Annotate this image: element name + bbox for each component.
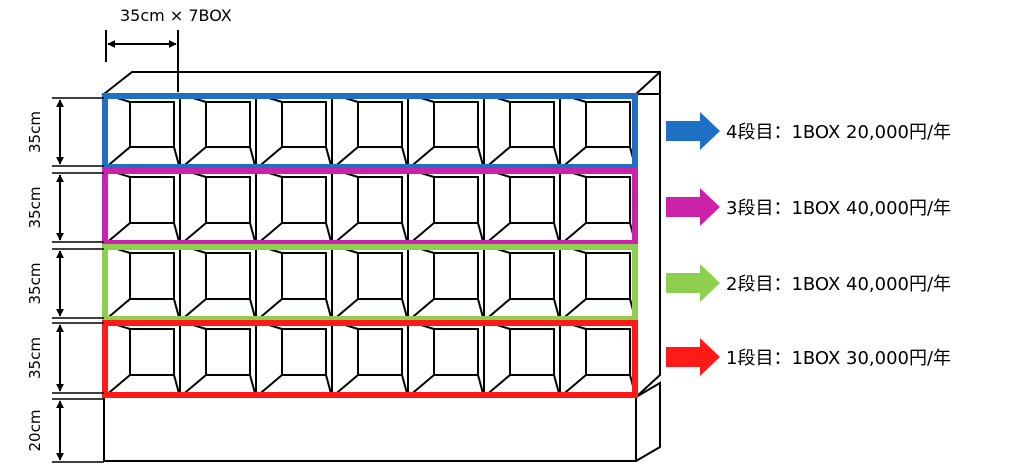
height-dimension: 20cm bbox=[26, 398, 104, 463]
tier-frame bbox=[102, 93, 638, 170]
shelf-cell bbox=[483, 320, 561, 398]
height-dimension: 35cm bbox=[26, 322, 104, 394]
shelf-cell bbox=[407, 244, 485, 322]
shelf-cell bbox=[331, 320, 409, 398]
shelf-body bbox=[101, 71, 661, 462]
width-label: 35cm × 7BOX bbox=[120, 6, 232, 25]
shelf-cell bbox=[103, 168, 181, 246]
tier-label-row: 2段目：1BOX 40,000円/年 bbox=[666, 264, 951, 302]
tier-label-row: 3段目：1BOX 40,000円/年 bbox=[666, 188, 951, 226]
shelf-cell bbox=[179, 244, 257, 322]
tier-price-label: 1段目：1BOX 30,000円/年 bbox=[726, 348, 951, 369]
shelf-cell bbox=[407, 320, 485, 398]
shelf-cell bbox=[483, 168, 561, 246]
right-arrow-icon bbox=[666, 264, 720, 302]
shelf-cell bbox=[255, 93, 333, 170]
height-label: 20cm bbox=[26, 410, 44, 452]
height-dimensions: 35cm 35cm 35cm 35cm 20cm bbox=[26, 97, 104, 463]
height-dimension: 35cm bbox=[26, 172, 104, 243]
right-arrow-icon bbox=[666, 188, 720, 226]
shelf-cell bbox=[179, 320, 257, 398]
tier-price-label: 4段目：1BOX 20,000円/年 bbox=[726, 122, 951, 143]
height-label: 35cm bbox=[26, 187, 44, 229]
width-dimension: 35cm × 7BOX bbox=[105, 6, 232, 92]
shelf-cell bbox=[179, 168, 257, 246]
tier-frame bbox=[102, 244, 638, 322]
shelf-cell bbox=[483, 93, 561, 170]
height-dimension: 35cm bbox=[26, 248, 104, 319]
height-label: 35cm bbox=[26, 263, 44, 305]
tier-frame bbox=[102, 168, 638, 246]
shelf-cell bbox=[331, 93, 409, 170]
shelf-cell bbox=[179, 93, 257, 170]
shelf-cell bbox=[103, 244, 181, 322]
height-label: 35cm bbox=[26, 111, 44, 153]
tier-frame bbox=[102, 320, 638, 398]
shelf-cell bbox=[559, 320, 637, 398]
right-arrow-icon bbox=[666, 112, 720, 150]
tier-frames bbox=[102, 93, 638, 398]
shelf-cell bbox=[407, 93, 485, 170]
tier-price-label: 3段目：1BOX 40,000円/年 bbox=[726, 198, 951, 219]
shelf-cell bbox=[255, 320, 333, 398]
shelf-cells bbox=[103, 93, 637, 398]
tier-label-row: 1段目：1BOX 30,000円/年 bbox=[666, 338, 951, 376]
shelf-cell bbox=[483, 244, 561, 322]
shelf-cell bbox=[255, 168, 333, 246]
tier-price-legend: 4段目：1BOX 20,000円/年 3段目：1BOX 40,000円/年 2段目：… bbox=[666, 112, 951, 376]
shelf-cell bbox=[255, 244, 333, 322]
shelf-cell bbox=[331, 244, 409, 322]
shelf-cell bbox=[103, 320, 181, 398]
shelf-cell bbox=[407, 168, 485, 246]
shelf-cell bbox=[559, 93, 637, 170]
shelf-cell bbox=[103, 93, 181, 170]
right-arrow-icon bbox=[666, 338, 720, 376]
height-dimension: 35cm bbox=[26, 97, 104, 167]
shelf-cell bbox=[331, 168, 409, 246]
shelf-cell bbox=[559, 168, 637, 246]
height-label: 35cm bbox=[26, 337, 44, 379]
tier-price-label: 2段目：1BOX 40,000円/年 bbox=[726, 274, 951, 295]
shelf-cell bbox=[559, 244, 637, 322]
tier-label-row: 4段目：1BOX 20,000円/年 bbox=[666, 112, 951, 150]
